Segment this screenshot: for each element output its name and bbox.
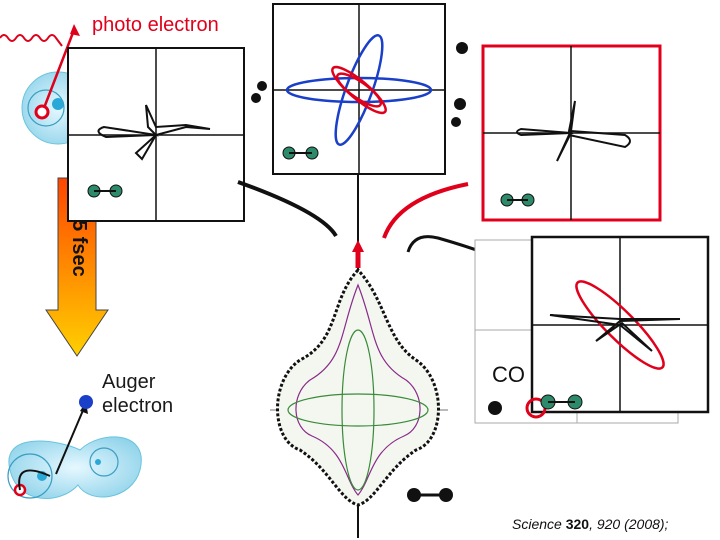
connector-c (382, 182, 469, 239)
co-label: CO (492, 362, 525, 387)
time-label: 5 fsec (68, 220, 90, 277)
photo-electron-label: photo electron (92, 14, 219, 36)
plot-panel-d (474, 235, 710, 424)
auger-distribution (270, 267, 448, 507)
auger-electron-label: Auger electron (102, 370, 173, 418)
photoelectron-arrow (42, 29, 76, 109)
co-molecule-bottom (407, 488, 453, 502)
citation-rest: , 920 (2008); (589, 516, 669, 532)
auger-label-line2: electron (102, 395, 174, 417)
citation-volume: 320 (565, 516, 590, 532)
photon-wave (0, 34, 63, 47)
auger-orbital (7, 395, 142, 499)
plot-panel-a (67, 47, 245, 222)
auger-label-line1: Auger (102, 371, 156, 393)
citation: Science 320, 920 (2008); (512, 516, 668, 532)
plot-panel-c (481, 44, 662, 222)
citation-journal: Science (512, 516, 562, 532)
photoelectron-arrowhead (70, 24, 80, 36)
up-arrow-head (352, 240, 364, 252)
plot-panel-b (251, 3, 468, 175)
connector-a (237, 180, 338, 238)
